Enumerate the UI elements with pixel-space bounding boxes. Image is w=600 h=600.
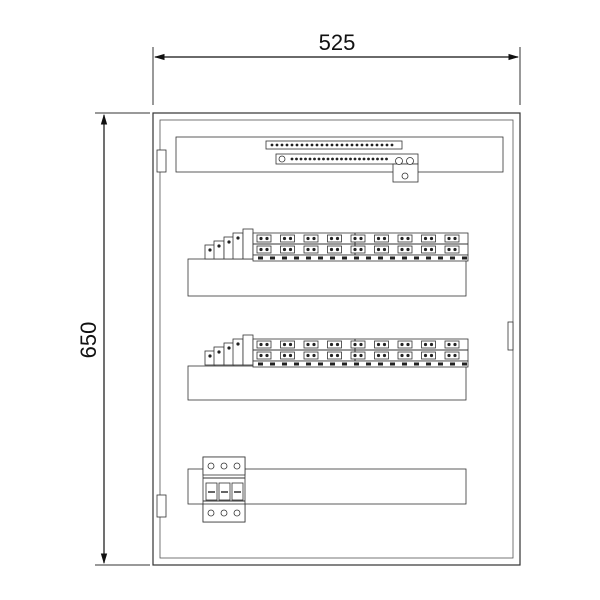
din-rail-1 xyxy=(187,258,467,297)
busbar-upper xyxy=(265,140,403,150)
terminal-block-row-2 xyxy=(204,334,469,368)
height-dimension: 650 xyxy=(76,112,150,566)
door-latch xyxy=(507,321,514,351)
height-label: 650 xyxy=(76,322,101,359)
terminal-block-row-1 xyxy=(204,228,469,262)
circuit-breaker xyxy=(202,456,246,523)
hinge-top xyxy=(156,149,167,173)
din-rail-2 xyxy=(187,365,467,401)
width-dimension: 525 xyxy=(152,30,521,105)
hinge-bottom xyxy=(156,494,167,518)
width-label: 525 xyxy=(319,30,356,55)
busbar-assembly xyxy=(265,140,419,183)
